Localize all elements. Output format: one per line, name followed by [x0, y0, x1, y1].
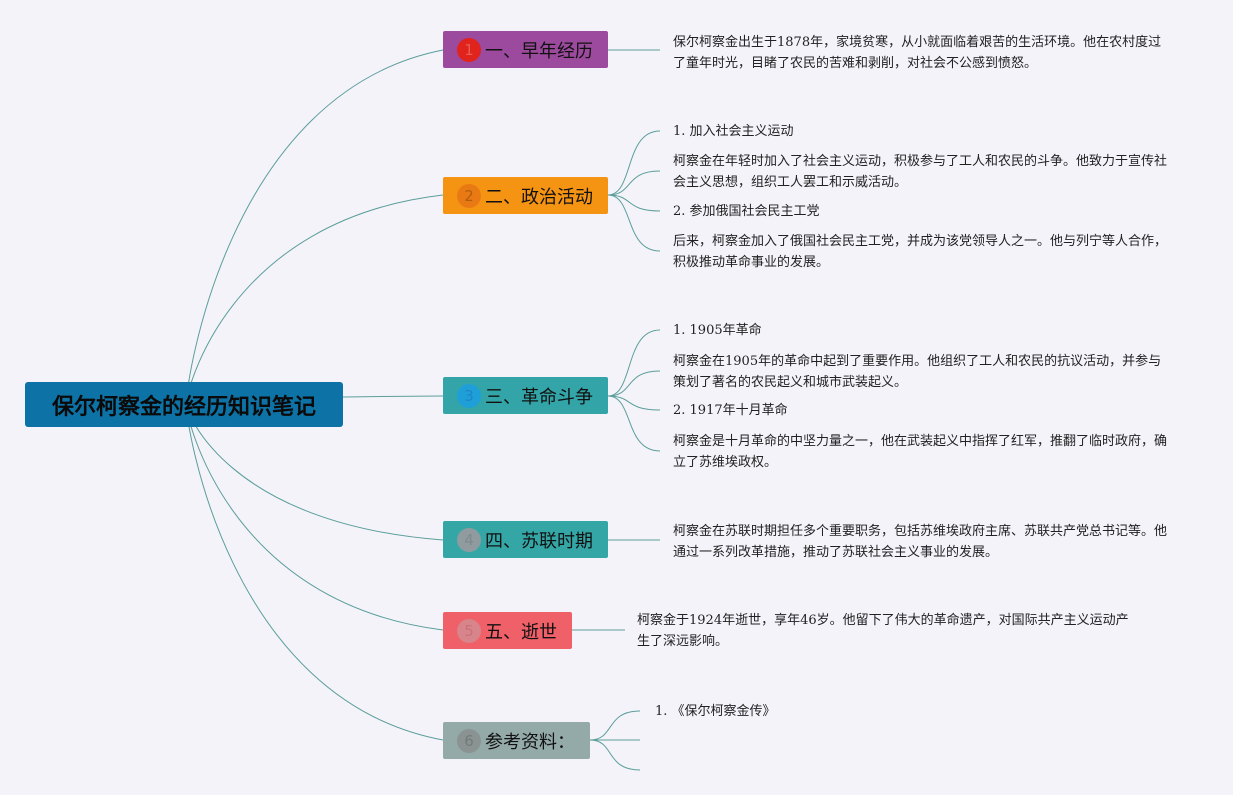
leaf-heading: 1. 1905年革命: [673, 323, 762, 338]
branch-label: 二、政治活动: [485, 186, 593, 208]
branch-early-life[interactable]: 1 一、早年经历: [443, 31, 608, 68]
branch6-leaf-link-3: [589, 739, 641, 771]
leaf-text: 柯察金是十月革命的中坚力量之一，他在武装起义中指挥了红军，推翻了临时政府，确立了…: [673, 434, 1168, 470]
branch2-leaf-link-2: [607, 170, 661, 196]
branch-revolutionary-struggle[interactable]: 3 三、革命斗争: [443, 377, 608, 414]
leaf-reference-item: 1. 《保尔柯察金传》: [655, 704, 776, 719]
leaf-text: 柯察金在1905年的革命中起到了重要作用。他组织了工人和农民的抗议活动，并参与策…: [673, 354, 1162, 390]
leaf-heading: 1. 加入社会主义运动: [673, 124, 794, 139]
leaf-death-text: 柯察金于1924年逝世，享年46岁。他留下了伟大的革命遗产，对国际共产主义运动产…: [637, 613, 1129, 649]
branch-label: 四、苏联时期: [485, 530, 593, 552]
branch-label: 三、革命斗争: [485, 386, 593, 408]
root-title: 保尔柯察金的经历知识笔记: [51, 394, 316, 420]
branch2-leaf-link-3: [607, 194, 661, 212]
branch3-leaf-link-3: [607, 395, 661, 411]
leaf-early-life-text: 保尔柯察金出生于1878年，家境贫寒，从小就面临着艰苦的生活环境。他在农村度过了…: [673, 35, 1162, 71]
number-badge: 5: [457, 618, 481, 643]
number-badge: 1: [457, 37, 481, 62]
leaf-soviet-period-text: 柯察金在苏联时期担任多个重要职务，包括苏维埃政府主席、苏联共产党总书记等。他通过…: [673, 524, 1168, 560]
number-badge: 2: [457, 183, 481, 208]
branch3-leaf-link-4: [607, 395, 661, 452]
root-topic[interactable]: 保尔柯察金的经历知识笔记: [25, 382, 343, 427]
number-badge: 6: [457, 728, 481, 753]
leaf-text: 柯察金在年轻时加入了社会主义运动，积极参与了工人和农民的斗争。他致力于宣传社会主…: [673, 154, 1168, 190]
branch-death[interactable]: 5 五、逝世: [443, 612, 572, 649]
branch-label: 五、逝世: [485, 621, 557, 643]
branch-label: 一、早年经历: [485, 40, 593, 62]
branch-references[interactable]: 6 参考资料：: [443, 722, 590, 759]
root-link-2: [185, 194, 444, 405]
branch2-leaf-link-4: [607, 194, 661, 252]
root-link-1: [185, 49, 444, 405]
root-link-5: [185, 403, 444, 631]
branch-political-activities[interactable]: 2 二、政治活动: [443, 177, 608, 214]
leaf-heading: 2. 参加俄国社会民主工党: [673, 204, 820, 219]
leaf-text: 后来，柯察金加入了俄国社会民主工党，并成为该党领导人之一。他与列宁等人合作，积极…: [673, 234, 1168, 270]
branch6-leaf-link-1: [589, 710, 641, 741]
branch-label: 参考资料：: [485, 731, 575, 753]
branch3-leaf-link-2: [607, 370, 661, 397]
number-badge: 3: [457, 383, 481, 408]
root-link-6: [185, 403, 444, 741]
number-badge: 4: [457, 527, 481, 552]
leaf-heading: 2. 1917年十月革命: [673, 403, 788, 418]
branch3-leaf-link-1: [607, 329, 661, 397]
branch2-leaf-link-1: [607, 130, 661, 196]
branch-soviet-period[interactable]: 4 四、苏联时期: [443, 521, 608, 558]
